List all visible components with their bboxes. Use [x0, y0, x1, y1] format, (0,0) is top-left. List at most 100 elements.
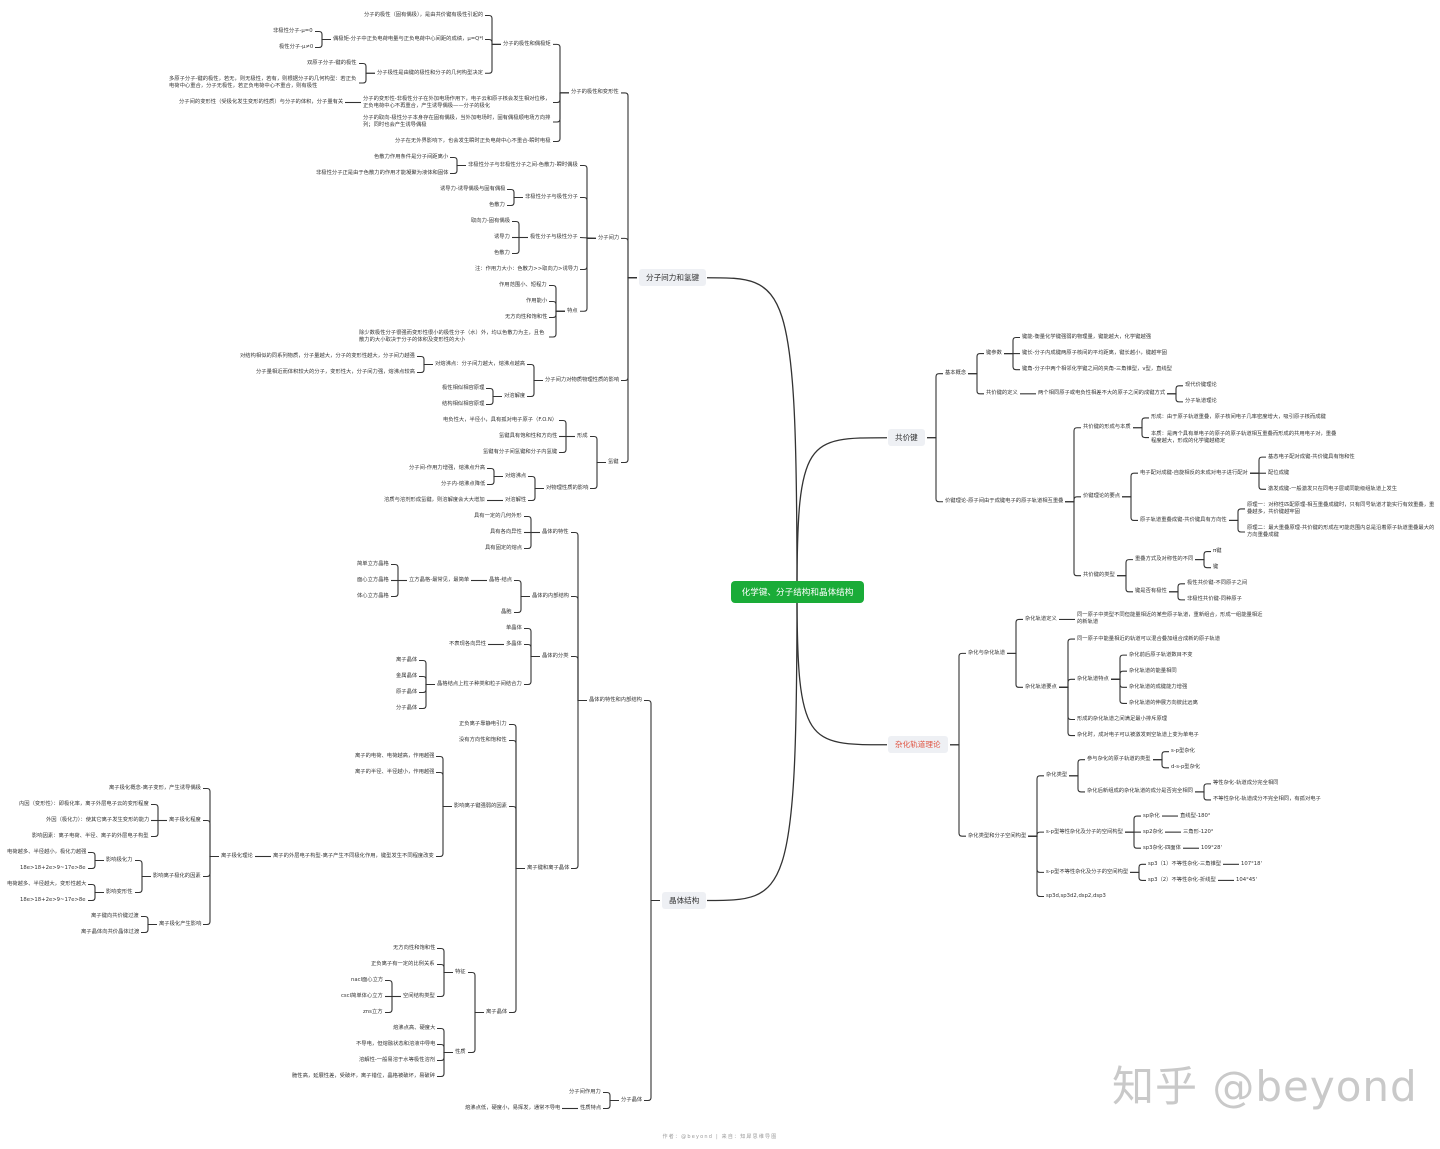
- subtopic[interactable]: 晶体的特性: [542, 529, 569, 535]
- leaf-topic[interactable]: cscl简单体心立方: [341, 993, 383, 999]
- leaf-topic[interactable]: 不表现各向异性: [449, 641, 487, 647]
- subtopic[interactable]: 杂化轨道要点: [1025, 683, 1057, 690]
- leaf-topic[interactable]: 电荷越多、半径越小，极化力越强: [7, 849, 87, 855]
- subtopic[interactable]: 分子间力: [598, 234, 620, 241]
- leaf-topic[interactable]: 104°45': [1236, 876, 1257, 883]
- leaf-topic[interactable]: 色散力: [494, 250, 510, 256]
- leaf-topic[interactable]: 键长-分子内成键两原子核间的平均距离，键长越小，键越牢固: [1022, 350, 1167, 357]
- leaf-topic[interactable]: 非极性共价键-同种原子: [1187, 596, 1242, 603]
- leaf-topic[interactable]: 对结构相似的同系列物质，分子量越大，分子的变形性越大，分子间力越强: [240, 353, 415, 359]
- leaf-topic[interactable]: 离子极化概念-离子变形，产生诱导偶极: [109, 785, 201, 791]
- leaf-topic[interactable]: 形成的杂化轨道之间满足最小排斥原理: [1077, 716, 1168, 722]
- subtopic[interactable]: 特点: [567, 307, 578, 314]
- leaf-topic[interactable]: nacl面心立方: [351, 977, 384, 983]
- subtopic[interactable]: 杂化与杂化轨道: [968, 649, 1006, 656]
- leaf-topic[interactable]: π键: [1213, 548, 1222, 555]
- leaf-topic[interactable]: 离子的半径、半径越小，作用越强: [355, 769, 435, 775]
- leaf-topic[interactable]: 诱导力-诱导偶极与固有偶极: [440, 186, 506, 192]
- leaf-topic[interactable]: 金属晶体: [396, 673, 418, 679]
- subtopic[interactable]: 形成: [577, 433, 588, 439]
- leaf-topic[interactable]: 不导电，但熔融状态和溶液中导电: [356, 1041, 436, 1047]
- subtopic[interactable]: 空间结构类型: [403, 993, 435, 999]
- leaf-topic[interactable]: 分子量相近而体积较大的分子，变形性大，分子间力强，熔沸点较高: [256, 369, 415, 375]
- branch-topic[interactable]: 杂化轨道理论: [888, 736, 948, 754]
- subtopic[interactable]: 影响离子极化的因素: [153, 873, 201, 879]
- leaf-topic[interactable]: 溶质与溶剂形成氢键，则溶解度会大大增加: [384, 497, 485, 503]
- leaf-topic[interactable]: 熔沸点低，硬度小，易挥发，通常不导电: [465, 1105, 561, 1111]
- subtopic[interactable]: 对熔沸点：分子间力越大，熔沸点越高: [435, 361, 526, 367]
- subtopic[interactable]: 对熔沸点: [505, 473, 527, 479]
- leaf-topic[interactable]: 正负离子靠静电引力: [459, 721, 507, 727]
- leaf-topic[interactable]: 18e>18+2e>9~17e>8e: [20, 897, 86, 903]
- subtopic[interactable]: s-p型等性杂化及分子的空间构型: [1046, 828, 1123, 835]
- subtopic[interactable]: 对溶解度: [504, 393, 526, 399]
- branch-topic[interactable]: 分子间力和氢键: [639, 269, 707, 287]
- leaf-topic[interactable]: 熔沸点高、硬度大: [393, 1025, 436, 1031]
- leaf-topic[interactable]: 氢键有分子间氢键和分子内氢键: [483, 449, 558, 455]
- leaf-topic[interactable]: 杂化轨道的伸展方向彼此远离: [1129, 699, 1198, 706]
- subtopic[interactable]: 多晶体: [506, 641, 522, 647]
- leaf-topic[interactable]: 键: [1213, 564, 1219, 571]
- leaf-topic[interactable]: 单晶体: [506, 625, 522, 631]
- leaf-topic[interactable]: 杂化轨道的成键能力增强: [1129, 683, 1188, 690]
- subtopic[interactable]: 对溶解性: [505, 497, 527, 503]
- leaf-topic[interactable]: 分子的极性（固有偶极），是由共价键有极性引起的: [364, 12, 484, 18]
- subtopic[interactable]: 杂化类型和分子空间构型: [968, 832, 1027, 839]
- leaf-topic[interactable]: d-s-p型杂化: [1171, 764, 1201, 771]
- leaf-topic[interactable]: 基态电子配对成键-共价键具有饱和性: [1268, 453, 1355, 460]
- leaf-topic[interactable]: 杂化轨道的能量相同: [1129, 667, 1177, 674]
- leaf-topic[interactable]: 电负性大，半径小，具有孤对电子原子（F.O.N）: [443, 417, 558, 423]
- subtopic[interactable]: 分子极性是由键的极性和分子的几何构型决定: [377, 69, 483, 76]
- leaf-topic[interactable]: 18e>18+2e>9~17e>8e: [20, 865, 86, 871]
- subtopic[interactable]: 分子间力对物质物理性质的影响: [545, 377, 620, 383]
- leaf-topic[interactable]: 色散力作用条件是分子间距离小: [374, 154, 449, 160]
- subtopic[interactable]: 离子极化程度: [169, 817, 201, 823]
- leaf-topic[interactable]: 原子晶体: [396, 689, 418, 695]
- subtopic[interactable]: 晶格结点上粒子种类和粒子间结合力: [437, 681, 522, 687]
- leaf-topic[interactable]: 键角-分子中两个相邻化学键之间的夹角-三角锥型，v型，直线型: [1022, 366, 1172, 373]
- subtopic[interactable]: sp3杂化-四面体: [1143, 844, 1181, 851]
- leaf-topic[interactable]: 脆性高，延展性差，受破坏，离子错位，晶格被破坏，易破碎: [292, 1073, 436, 1079]
- subtopic[interactable]: 晶体的分类: [542, 653, 569, 659]
- leaf-topic[interactable]: 配位成键: [1268, 469, 1290, 476]
- leaf-topic[interactable]: 形成：由于原子轨道重叠，原子核间电子几率密度增大，吸引原子核而成键: [1151, 414, 1326, 421]
- subtopic[interactable]: 立方晶格-最常见，最简单: [409, 577, 470, 583]
- leaf-topic[interactable]: 结构相似相容原理: [442, 401, 485, 407]
- leaf-topic[interactable]: 除少数极性分子很强而变形性很小的极性分子（水）外，均以色散力为主，且色散力的大小…: [359, 330, 545, 343]
- subtopic[interactable]: 共价键的形成与本质: [1083, 424, 1131, 431]
- subtopic[interactable]: 离子极化理论: [221, 853, 253, 859]
- leaf-topic[interactable]: 杂化时，成对电子可以被激发到空轨道上变为单电子: [1077, 732, 1199, 739]
- subtopic[interactable]: 两个相同原子或电负性相差不大的原子之间的成键方式: [1038, 390, 1166, 397]
- leaf-topic[interactable]: 非极性分子正是由于色散力的作用才能凝聚为液体和固体: [316, 170, 449, 176]
- root-topic[interactable]: 化学键、分子结构和晶体结构: [731, 581, 864, 603]
- subtopic[interactable]: 分子的极性和偶极矩: [503, 40, 551, 47]
- subtopic[interactable]: 非极性分子与极性分子: [525, 194, 578, 200]
- leaf-topic[interactable]: 离子键向共价键过渡: [91, 913, 139, 919]
- leaf-topic[interactable]: 具有固定的熔点: [485, 545, 523, 551]
- leaf-topic[interactable]: 非极性分子-μ=0: [273, 28, 313, 34]
- subtopic[interactable]: sp3（1）不等性杂化-三角锥型: [1148, 860, 1222, 867]
- subtopic[interactable]: 影响变形性: [106, 889, 133, 895]
- subtopic[interactable]: 重叠方式及对称性的不同: [1135, 556, 1194, 563]
- leaf-topic[interactable]: sp3d,sp3d2,dsp2,dsp3: [1046, 893, 1106, 899]
- subtopic[interactable]: 离子极化产生影响: [159, 921, 202, 927]
- subtopic[interactable]: 影响离子键强弱的因素: [454, 803, 507, 809]
- leaf-topic[interactable]: 无方向性和饱和性: [505, 314, 548, 320]
- leaf-topic[interactable]: 取向力-固有偶极: [471, 218, 510, 224]
- leaf-topic[interactable]: 三角形-120°: [1183, 828, 1214, 835]
- leaf-topic[interactable]: 分子的取向-极性分子本身存在固有偶极，当外加电场时，固有偶极顺电场方向排列；同时…: [363, 115, 551, 128]
- leaf-topic[interactable]: 极性共价键-不同原子之间: [1187, 580, 1248, 587]
- leaf-topic[interactable]: 同一原子中能量相近的轨道可以混合叠加组合成新的原子轨道: [1077, 635, 1221, 642]
- subtopic[interactable]: 杂化轨道特点: [1077, 675, 1109, 682]
- leaf-topic[interactable]: 分子内-熔沸点降低: [441, 481, 486, 487]
- leaf-topic[interactable]: 正负离子有一定的比例关系: [371, 961, 435, 967]
- subtopic[interactable]: 偶极矩-分子中正负电荷电量与正负电荷中心间距的成绩，μ=Q*l: [333, 36, 484, 42]
- leaf-topic[interactable]: 分子在无外界影响下，也会发生瞬时正负电荷中心不重合-瞬时电极: [395, 138, 551, 144]
- leaf-topic[interactable]: 简单立方晶格: [357, 561, 389, 567]
- leaf-topic[interactable]: 体心立方晶格: [357, 593, 389, 599]
- leaf-topic[interactable]: 不等性杂化-轨道成分不完全相同，有孤对电子: [1213, 796, 1321, 803]
- subtopic[interactable]: 杂化类型: [1046, 772, 1068, 779]
- leaf-topic[interactable]: 分子间作用力: [569, 1089, 601, 1095]
- leaf-topic[interactable]: 无方向性和饱和性: [393, 945, 436, 951]
- leaf-topic[interactable]: 溶解性-一般易溶于水等极性溶剂: [359, 1057, 436, 1063]
